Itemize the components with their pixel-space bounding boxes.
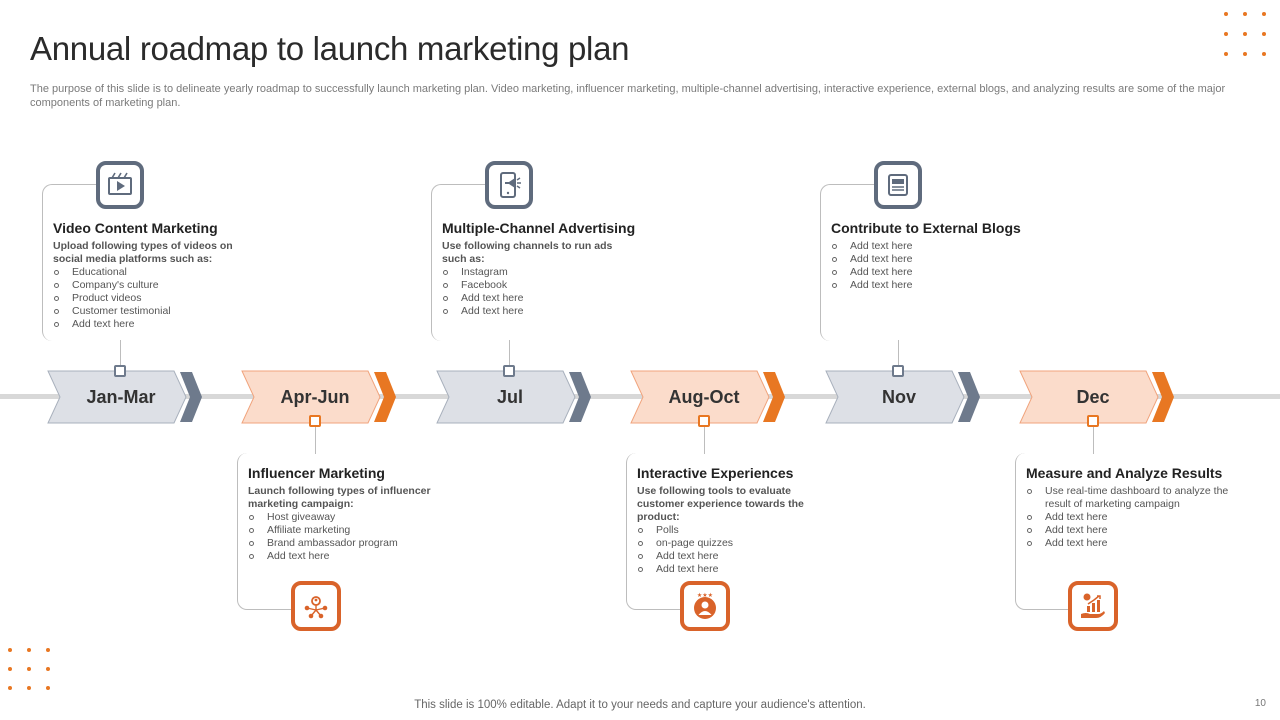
list-item: Product videos — [53, 292, 253, 305]
card-title: Influencer Marketing — [248, 465, 385, 481]
list-item: Company's culture — [53, 279, 253, 292]
connector-line — [120, 340, 121, 367]
card-lead: Use following channels to run ads such a… — [442, 240, 613, 265]
page-title: Annual roadmap to launch marketing plan — [30, 30, 630, 67]
phase-label: Dec — [1076, 386, 1110, 407]
list-item: Add text here — [637, 550, 822, 563]
card-frame — [820, 184, 900, 341]
list-item: Add text here — [1026, 511, 1231, 524]
timeline-connector — [114, 365, 126, 377]
chevron-shape — [1019, 370, 1174, 424]
list-item: Add text here — [1026, 537, 1231, 550]
list-item: Customer testimonial — [53, 305, 253, 318]
phase-label: Nov — [881, 386, 916, 407]
list-item: Add text here — [831, 240, 1031, 253]
list-item: Host giveaway — [248, 511, 448, 524]
timeline-connector — [1087, 415, 1099, 427]
list-item: Add text here — [442, 292, 627, 305]
growth-chart-hand-icon — [1068, 581, 1118, 631]
mobile-megaphone-icon — [485, 161, 533, 209]
decorative-dots-top-right — [1224, 12, 1266, 56]
connector-line — [704, 427, 705, 454]
card-frame — [42, 184, 122, 341]
list-item: Facebook — [442, 279, 627, 292]
connector-line — [898, 340, 899, 367]
list-item: Add text here — [831, 266, 1031, 279]
card-title: Video Content Marketing — [53, 220, 218, 236]
card-body: Add text here Add text here Add text her… — [831, 240, 1031, 292]
list-item: Polls — [637, 524, 822, 537]
page-subtitle: The purpose of this slide is to delineat… — [30, 83, 1226, 109]
list-item: Use real-time dashboard to analyze the r… — [1026, 485, 1231, 511]
footer-note: This slide is 100% editable. Adapt it to… — [414, 699, 866, 711]
chevron-shape — [241, 370, 396, 424]
card-frame — [626, 453, 705, 610]
card-body: Use real-time dashboard to analyze the r… — [1026, 485, 1231, 550]
card-lead: Use following tools to evaluate customer… — [637, 485, 804, 523]
phase-label: Jul — [496, 386, 523, 407]
card-body: Use following channels to run ads such a… — [442, 240, 627, 318]
card-body: Use following tools to evaluate customer… — [637, 485, 822, 576]
customer-rating-icon: ★★★ — [680, 581, 730, 631]
decorative-dots-bottom-left — [8, 648, 50, 690]
network-people-icon — [291, 581, 341, 631]
svg-text:★★★: ★★★ — [697, 592, 713, 599]
blog-icon — [874, 161, 922, 209]
card-title: Interactive Experiences — [637, 465, 794, 481]
connector-line — [315, 427, 316, 454]
page-number: 10 — [1254, 698, 1266, 709]
card-title: Measure and Analyze Results — [1026, 465, 1223, 481]
list-item: Add text here — [831, 253, 1031, 266]
timeline-connector — [698, 415, 710, 427]
card-body: Upload following types of videos on soci… — [53, 240, 253, 331]
chevron-shape — [47, 370, 202, 424]
phase-label: Apr-Jun — [280, 386, 350, 407]
card-lead: Upload following types of videos on soci… — [53, 240, 233, 265]
card-frame — [1015, 453, 1094, 610]
list-item: Affiliate marketing — [248, 524, 448, 537]
list-item: Brand ambassador program — [248, 537, 448, 550]
connector-line — [509, 340, 510, 367]
chevron-shape — [436, 370, 591, 424]
video-icon — [96, 161, 144, 209]
list-item: Add text here — [53, 318, 253, 331]
timeline-line — [0, 394, 1280, 399]
chevron-shape — [630, 370, 785, 424]
card-title: Multiple-Channel Advertising — [442, 220, 636, 236]
timeline-connector — [309, 415, 321, 427]
card-title: Contribute to External Blogs — [831, 220, 1021, 236]
phase-label: Aug-Oct — [668, 386, 740, 407]
list-item: Add text here — [831, 279, 1031, 292]
card-lead: Launch following types of influencer mar… — [248, 485, 431, 510]
list-item: Add text here — [442, 305, 627, 318]
connector-line — [1093, 427, 1094, 454]
list-item: Instagram — [442, 266, 627, 279]
card-frame — [431, 184, 511, 341]
list-item: Add text here — [1026, 524, 1231, 537]
timeline-connector — [503, 365, 515, 377]
card-frame — [237, 453, 316, 610]
chevron-shape — [825, 370, 980, 424]
list-item: on-page quizzes — [637, 537, 822, 550]
phase-label: Jan-Mar — [86, 386, 156, 407]
card-body: Launch following types of influencer mar… — [248, 485, 448, 563]
timeline-connector — [892, 365, 904, 377]
list-item: Add text here — [637, 563, 822, 576]
list-item: Educational — [53, 266, 253, 279]
list-item: Add text here — [248, 550, 448, 563]
